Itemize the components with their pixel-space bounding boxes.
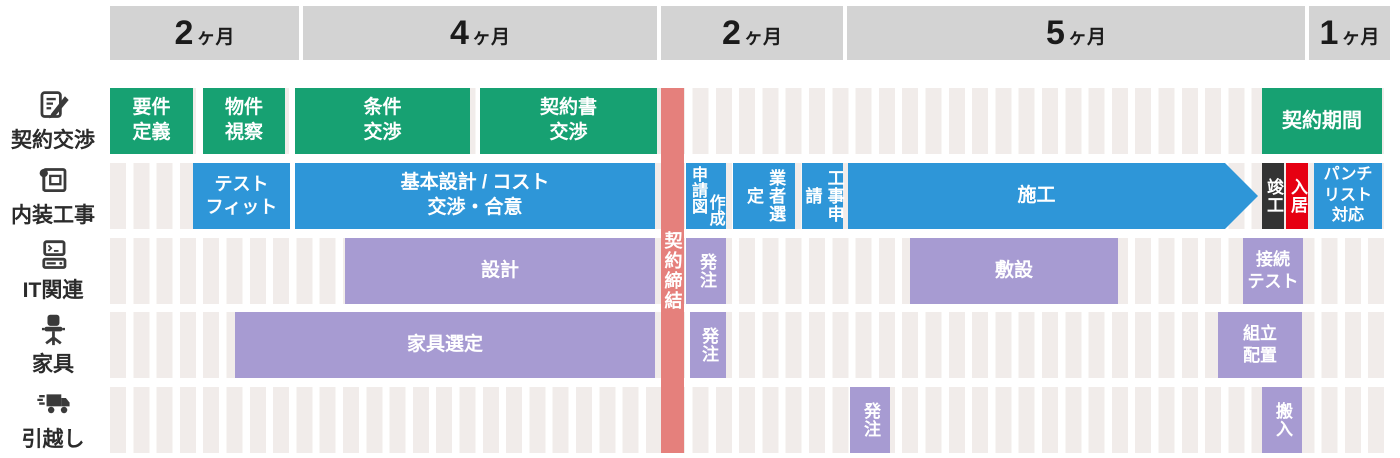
milestone-contract-conclusion: 契約締結 [661, 88, 684, 453]
category-label: 家具 [32, 353, 74, 376]
bar-furniture-selection: 家具選定 [235, 312, 655, 378]
bar-it-order: 発注 [686, 238, 726, 304]
computer-icon [42, 240, 67, 269]
header-segment-4: 5 ヶ月 [847, 6, 1305, 60]
bar-label-col: 作成 [706, 194, 724, 226]
bar-construction-application: 工事申請 [802, 163, 844, 229]
bar-punch-list: パンチ リスト 対応 [1314, 163, 1382, 229]
bar-contractor-selection: 業者選定 [733, 163, 795, 229]
bar-application-drawing: 申請図 作成 [686, 163, 726, 229]
bar-contract-doc-negotiation: 契約書 交渉 [480, 88, 657, 154]
category-contract-negotiation: 契約交渉 [0, 88, 106, 154]
row-track-moving [110, 387, 1390, 453]
bar-requirements-definition: 要件 定義 [110, 88, 193, 154]
category-label: 引越し [21, 428, 85, 451]
category-label: IT関連 [22, 279, 84, 302]
row-track-it [110, 238, 1390, 304]
month-unit: ヶ月 [743, 26, 782, 48]
bar-completion: 竣工 [1262, 163, 1284, 229]
month-unit: ヶ月 [471, 26, 510, 48]
truck-icon [37, 394, 70, 414]
month-count: 5 [1046, 14, 1065, 52]
header-segment-1: 2 ヶ月 [110, 6, 299, 60]
month-count: 2 [174, 14, 194, 52]
blueprint-icon [39, 168, 67, 193]
header-segment-5: 1 ヶ月 [1309, 6, 1390, 60]
contract-pen-icon [40, 91, 69, 119]
bar-assembly-placement: 組立 配置 [1218, 312, 1302, 378]
bar-basic-design-cost: 基本設計 / コスト 交渉・合意 [295, 163, 655, 229]
bar-move-in: 入居 [1286, 163, 1308, 229]
header-segment-3: 2 ヶ月 [661, 6, 843, 60]
month-unit: ヶ月 [1341, 26, 1380, 48]
bar-property-inspection: 物件 視察 [203, 88, 285, 154]
bar-connection-test: 接続 テスト [1243, 238, 1303, 304]
month-count: 1 [1319, 14, 1339, 52]
bar-cable-laying: 敷設 [910, 238, 1118, 304]
bar-contract-period: 契約期間 [1262, 88, 1382, 154]
category-moving: 引越し [0, 387, 106, 453]
category-interior-construction: 内装工事 [0, 163, 106, 229]
month-count: 2 [722, 14, 741, 52]
category-label: 契約交渉 [11, 129, 95, 152]
bar-test-fit: テスト フィット [193, 163, 290, 229]
header-segment-2: 4 ヶ月 [303, 6, 657, 60]
bar-label-col: 申請図 [689, 166, 706, 214]
month-count: 4 [450, 14, 469, 52]
category-furniture: 家具 [0, 312, 106, 378]
month-unit: ヶ月 [196, 26, 235, 48]
category-label: 内装工事 [11, 204, 95, 227]
month-unit: ヶ月 [1067, 26, 1106, 48]
bar-carry-in: 搬入 [1262, 387, 1302, 453]
arrow-head-icon [1225, 163, 1258, 229]
chair-icon [41, 314, 65, 346]
bar-moving-order: 発注 [850, 387, 890, 453]
bar-condition-negotiation: 条件 交渉 [295, 88, 470, 154]
bar-it-design: 設計 [345, 238, 655, 304]
bar-furniture-order: 発注 [690, 312, 726, 378]
category-it: IT関連 [0, 238, 106, 304]
bar-construction-arrow-body: 施工 [848, 163, 1225, 229]
